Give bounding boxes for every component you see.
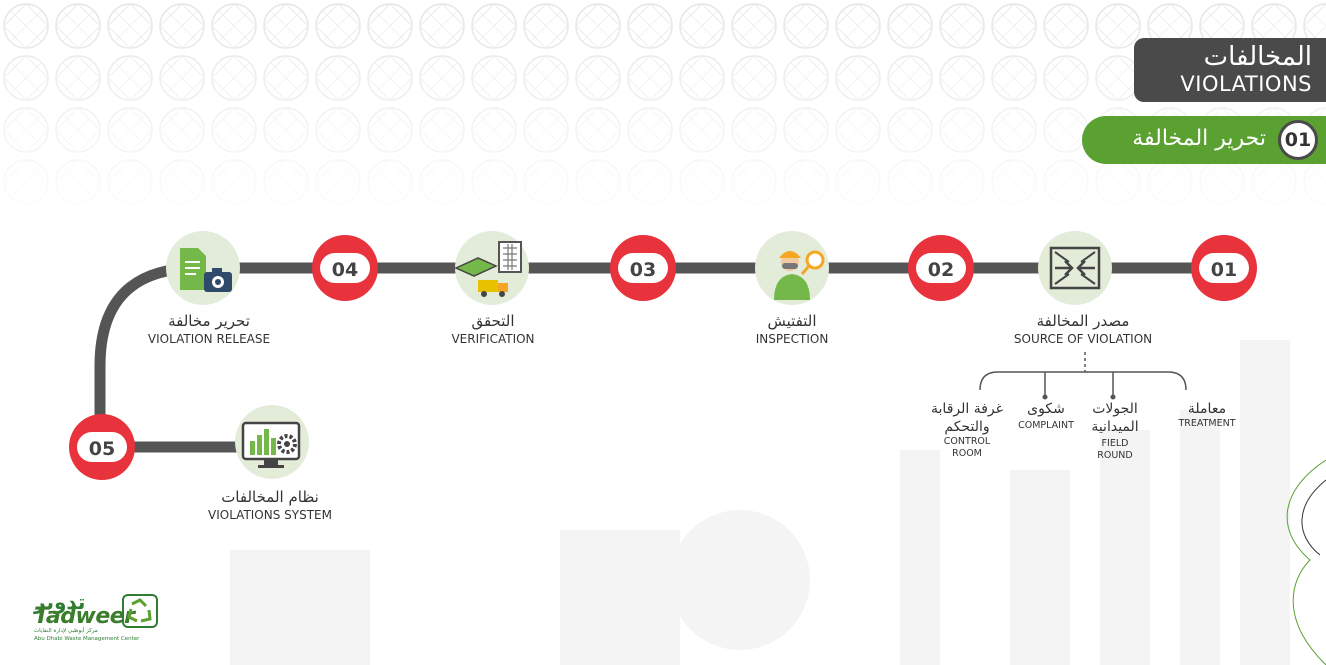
step-number: 01: [1211, 259, 1237, 281]
source-label-en-field-round-2: ROUND: [1097, 450, 1133, 461]
step-number: 02: [928, 259, 954, 281]
source-label-ar-complaint: شكوى: [1027, 401, 1065, 417]
source-label-en-treatment: TREATMENT: [1178, 418, 1236, 429]
page-title-badge: المخالفات VIOLATIONS: [1134, 38, 1326, 102]
source-label-ar-control-room-2: والتحكم: [944, 419, 990, 435]
skyline-background: [230, 340, 1326, 665]
logo-subtitle-arabic: مركز أبوظبي لإدارة النفايات: [34, 628, 98, 634]
building-truck-icon: [454, 231, 529, 305]
node-label-ar-inspection: التفتيش: [767, 312, 817, 330]
source-label-ar-field-round-2: الميدانية: [1091, 419, 1139, 435]
source-label-en-complaint: COMPLAINT: [1018, 420, 1074, 431]
page-title-arabic: المخالفات: [1203, 42, 1312, 72]
current-step-number: 01: [1278, 120, 1318, 160]
logo-name-arabic: تدوير: [34, 590, 86, 614]
node-label-ar-source: مصدر المخالفة: [1036, 312, 1130, 330]
source-label-ar-field-round-1: الجولات: [1092, 401, 1138, 417]
node-label-en-inspection: INSPECTION: [755, 332, 829, 346]
step-number: 03: [630, 259, 656, 281]
current-step-label: تحرير المخالفة: [1132, 126, 1266, 151]
source-label-en-control-room-2: ROOM: [952, 448, 982, 459]
monitor-chart-gear-icon: [235, 405, 309, 479]
background-pattern: [0, 0, 1326, 230]
document-camera-icon: [166, 231, 240, 305]
inspector-magnifier-icon: [755, 231, 829, 305]
current-step-badge: 01 تحرير المخالفة: [1082, 116, 1326, 164]
step-marker-03: 03: [610, 235, 676, 301]
logo-subtitle-english: Abu Dhabi Waste Management Center: [34, 636, 140, 642]
node-label-ar-system: نظام المخالفات: [221, 488, 319, 506]
step-marker-02: 02: [908, 235, 974, 301]
logo-name-english: Tadweer: [34, 604, 135, 629]
page-title-english: VIOLATIONS: [1180, 72, 1312, 96]
step-marker-05: 05: [69, 414, 135, 480]
source-label-en-field-round-1: FIELD: [1101, 438, 1129, 449]
node-label-ar-verification: التحقق: [471, 312, 515, 330]
step-marker-01: 01: [1191, 235, 1257, 301]
step-number: 04: [332, 259, 358, 281]
source-branch-connectors: [979, 352, 1187, 400]
source-label-ar-control-room-1: غرفة الرقابة: [931, 401, 1003, 417]
source-label-ar-treatment: معاملة: [1187, 401, 1227, 417]
arrows-inward-icon: [1038, 231, 1112, 305]
tadweer-logo: تدوير Tadweer مركز أبوظبي لإدارة النفايا…: [34, 590, 174, 650]
step-number: 05: [89, 438, 115, 460]
node-label-en-verification: VERIFICATION: [451, 332, 535, 346]
recycle-icon: [122, 594, 158, 628]
node-label-en-source: SOURCE OF VIOLATION: [1013, 332, 1153, 346]
step-marker-04: 04: [312, 235, 378, 301]
node-label-en-release: VIOLATION RELEASE: [147, 332, 271, 346]
source-label-en-control-room-1: CONTROL: [943, 436, 991, 447]
node-label-en-system: VIOLATIONS SYSTEM: [208, 508, 332, 522]
node-label-ar-release: تحرير مخالفة: [168, 312, 250, 330]
